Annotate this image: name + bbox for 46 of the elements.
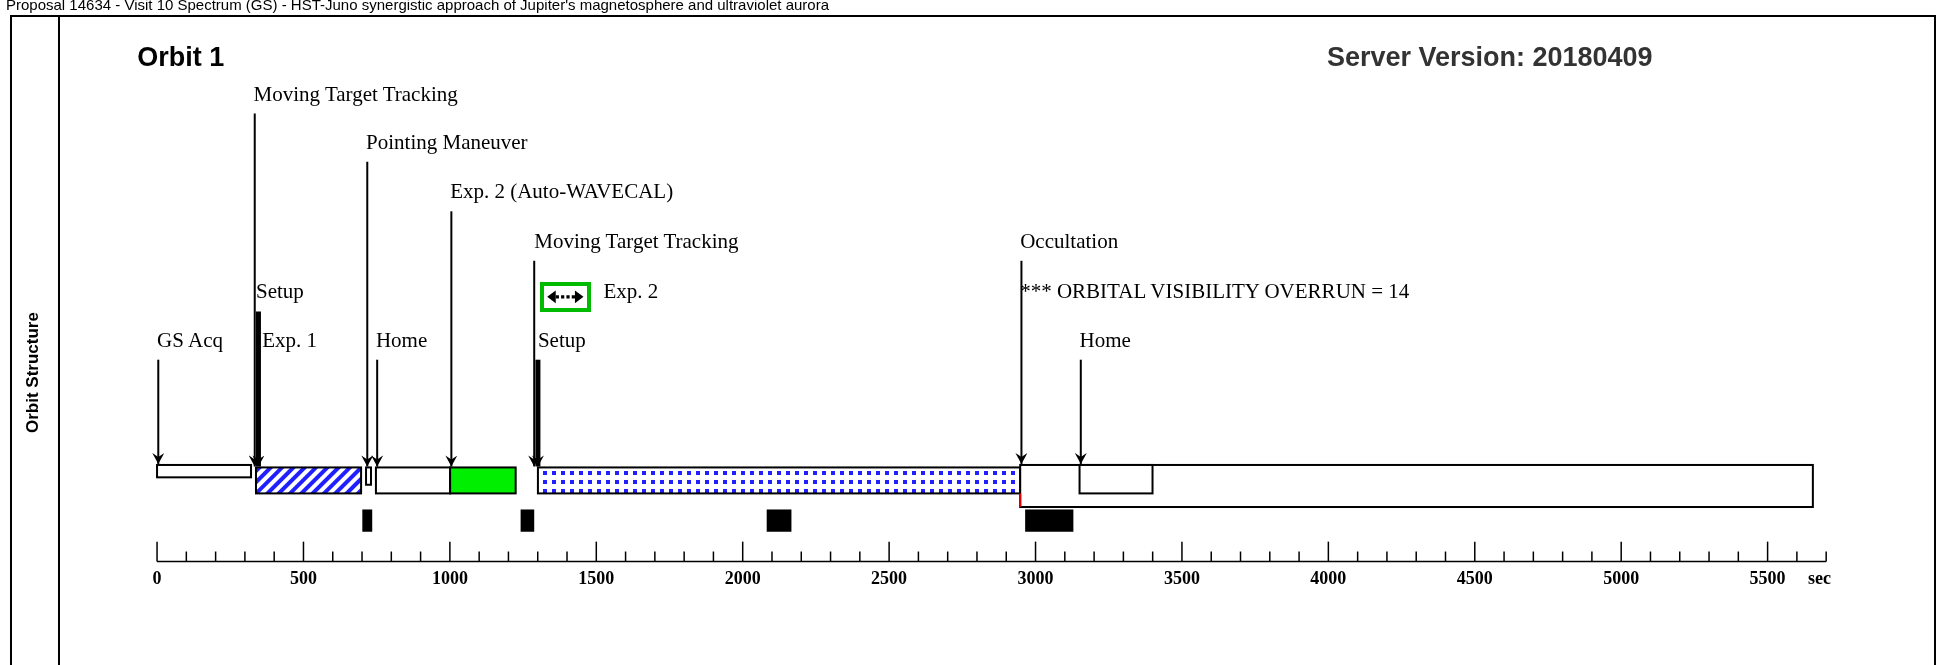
tick-label: 4000: [1310, 567, 1347, 591]
tick-label: 1500: [578, 567, 615, 591]
tick-label: 3500: [1163, 567, 1200, 591]
timeline-bar: [1078, 463, 1154, 495]
timeline-bar: [365, 466, 372, 486]
leader-arrow: [371, 358, 384, 468]
tick-label: 2500: [871, 567, 908, 591]
leader-arrow: [1074, 358, 1087, 465]
timeline-annotation: GS Acq: [157, 327, 223, 352]
leader-arrow: [361, 160, 374, 468]
overrun-warning: *** ORBITAL VISIBILITY OVERRUN = 14: [1020, 279, 1410, 304]
tick-label: 5500: [1749, 567, 1786, 591]
timeline-annotation: Occultation: [1020, 228, 1119, 253]
timeline-bar: [156, 463, 253, 479]
timeline-annotation: Home: [1079, 327, 1131, 352]
tick-label: 5000: [1603, 567, 1640, 591]
side-heading: Orbit Structure: [22, 311, 43, 433]
orbit-heading: Orbit 1: [137, 40, 225, 73]
timeline-annotation: Pointing Maneuver: [366, 129, 528, 154]
leader-arrow: [152, 358, 165, 465]
timeline-annotation: Moving Target Tracking: [253, 81, 458, 106]
tick-label: 500: [289, 567, 317, 591]
exp-label: Exp. 2: [603, 279, 659, 304]
leader-arrow: [252, 311, 265, 467]
server-version: Server Version: 20180409: [1326, 40, 1653, 73]
exp-label: Exp. 1: [262, 327, 317, 352]
timeline-annotation: Exp. 2 (Auto-WAVECAL): [450, 179, 674, 204]
timeline-annotation: Setup: [255, 279, 304, 304]
axis-unit: sec: [1807, 567, 1831, 591]
timeline-bar: [536, 466, 1022, 495]
timeline-bar: [449, 466, 517, 495]
timeline-bar: [374, 466, 452, 495]
tick-label: 3000: [1017, 567, 1054, 591]
timeline-annotation: Home: [375, 327, 428, 352]
timeline-bar: [1019, 463, 1814, 508]
leader-arrow: [1015, 259, 1028, 465]
tick-label: 2000: [724, 567, 761, 591]
tick-label: 4500: [1456, 567, 1493, 591]
page-title: Proposal 14634 - Visit 10 Spectrum (GS) - HST-Juno synergistic approach of Jupiter's magnetosphere and ultraviolet aurora: [6, 0, 829, 14]
timeline-annotation: Setup: [537, 327, 586, 352]
tick-label: 1000: [431, 567, 468, 591]
leader-arrow: [531, 359, 544, 467]
timeline-bar: [255, 466, 363, 495]
leader-arrow: [445, 210, 458, 468]
tick-label: 0: [152, 567, 162, 591]
timeline-annotation: Moving Target Tracking: [534, 228, 739, 253]
